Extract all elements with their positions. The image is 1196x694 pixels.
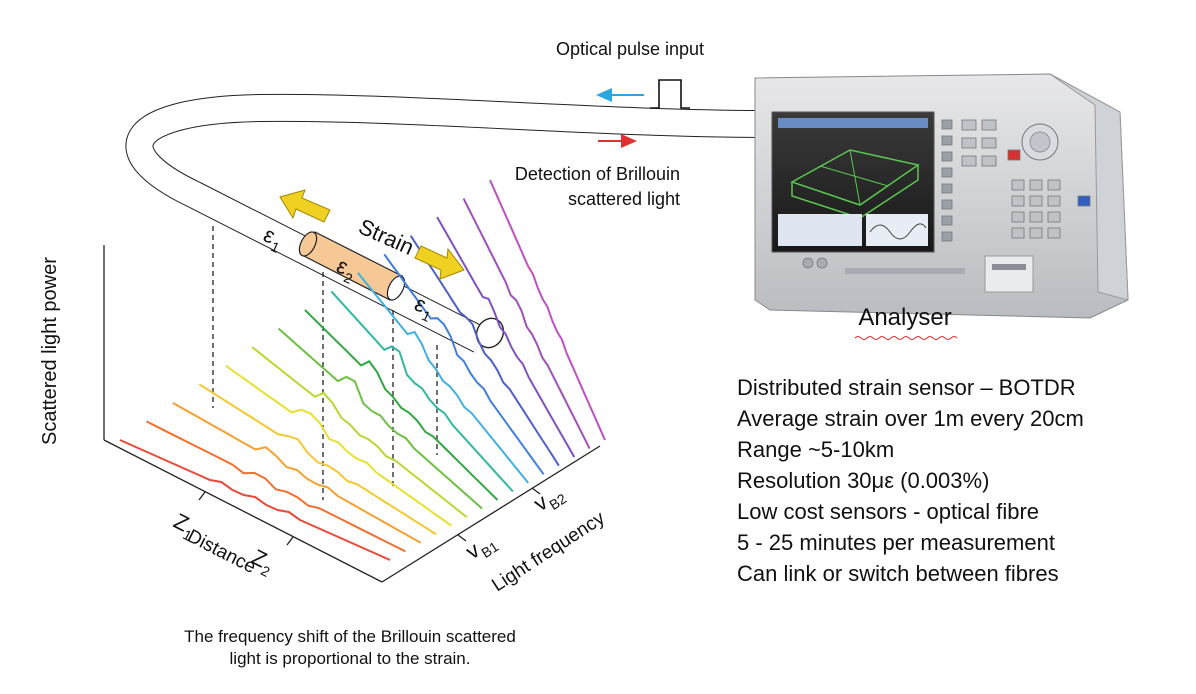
vb1-label: v B1	[461, 537, 501, 564]
optical-fibre	[125, 93, 770, 353]
spectrum-line	[119, 439, 391, 561]
spectrum-line	[172, 402, 422, 544]
axes	[103, 245, 601, 583]
spectrum-line	[304, 309, 499, 501]
spectrum-line	[251, 346, 468, 518]
strain-arrow-right-icon	[414, 245, 465, 280]
tick-z1	[198, 491, 206, 501]
spectrum-line	[225, 364, 452, 527]
spec-item: Average strain over 1m every 20cm	[737, 406, 1084, 431]
distance-axis-label: Distance	[184, 526, 259, 578]
pulse-icon	[650, 79, 690, 109]
svg-text:B2: B2	[546, 490, 569, 513]
distance-axis	[103, 439, 383, 583]
fibre-end	[475, 317, 505, 349]
strain-arrow-left-icon	[279, 189, 331, 223]
detection-label-line2: scattered light	[568, 189, 680, 209]
analyser-device	[754, 73, 1129, 319]
detection-label-line1: Detection of Brillouin	[515, 164, 680, 184]
spectrum-line	[145, 420, 406, 553]
spectrum-line	[462, 198, 591, 450]
spec-item: Resolution 30με (0.003%)	[737, 468, 990, 493]
spectrum-line	[330, 290, 514, 493]
spectrum-line	[436, 216, 576, 458]
analyser-underline	[854, 336, 958, 340]
spec-item: 5 - 25 minutes per measurement	[737, 530, 1055, 555]
spectrum-line	[383, 253, 545, 475]
input-arrow-icon	[596, 88, 644, 102]
y-axis-label: Scattered light power	[39, 257, 61, 445]
spectra-group	[119, 179, 606, 561]
spec-list: Distributed strain sensor – BOTDR Averag…	[737, 372, 1177, 589]
diagram-caption: The frequency shift of the Brillouin sca…	[90, 626, 610, 670]
analyser-label: Analyser	[858, 304, 951, 331]
frequency-axis	[381, 445, 601, 583]
projection-lines	[212, 226, 438, 500]
tick-vb1	[457, 534, 467, 542]
tick-z2	[286, 536, 294, 546]
optical-pulse-input-label: Optical pulse input	[556, 39, 704, 59]
segment-ring-right	[386, 275, 406, 301]
caption-line2: light is proportional to the strain.	[229, 649, 471, 668]
detection-arrow-icon	[598, 134, 637, 148]
spectrum-line	[277, 327, 483, 510]
spec-item: Low cost sensors - optical fibre	[737, 499, 1040, 524]
spectrum-line	[409, 235, 560, 467]
spectrum-line	[198, 383, 437, 536]
spectrum-line	[357, 272, 529, 484]
svg-text:B1: B1	[478, 538, 501, 561]
spectrum-line	[489, 179, 606, 441]
spec-item: Can link or switch between fibres	[737, 561, 1059, 586]
tick-vb2	[531, 487, 541, 495]
frequency-axis-label: Light frequency	[488, 508, 609, 597]
caption-line1: The frequency shift of the Brillouin sca…	[184, 627, 516, 646]
analyser-printer	[984, 255, 1034, 293]
segment-ring-left	[298, 231, 318, 257]
spec-item: Distributed strain sensor – BOTDR	[737, 375, 1076, 400]
vb2-label: v B2	[529, 489, 569, 516]
spec-item: Range ~5-10km	[737, 437, 895, 462]
strain-label: Strain	[355, 214, 418, 260]
